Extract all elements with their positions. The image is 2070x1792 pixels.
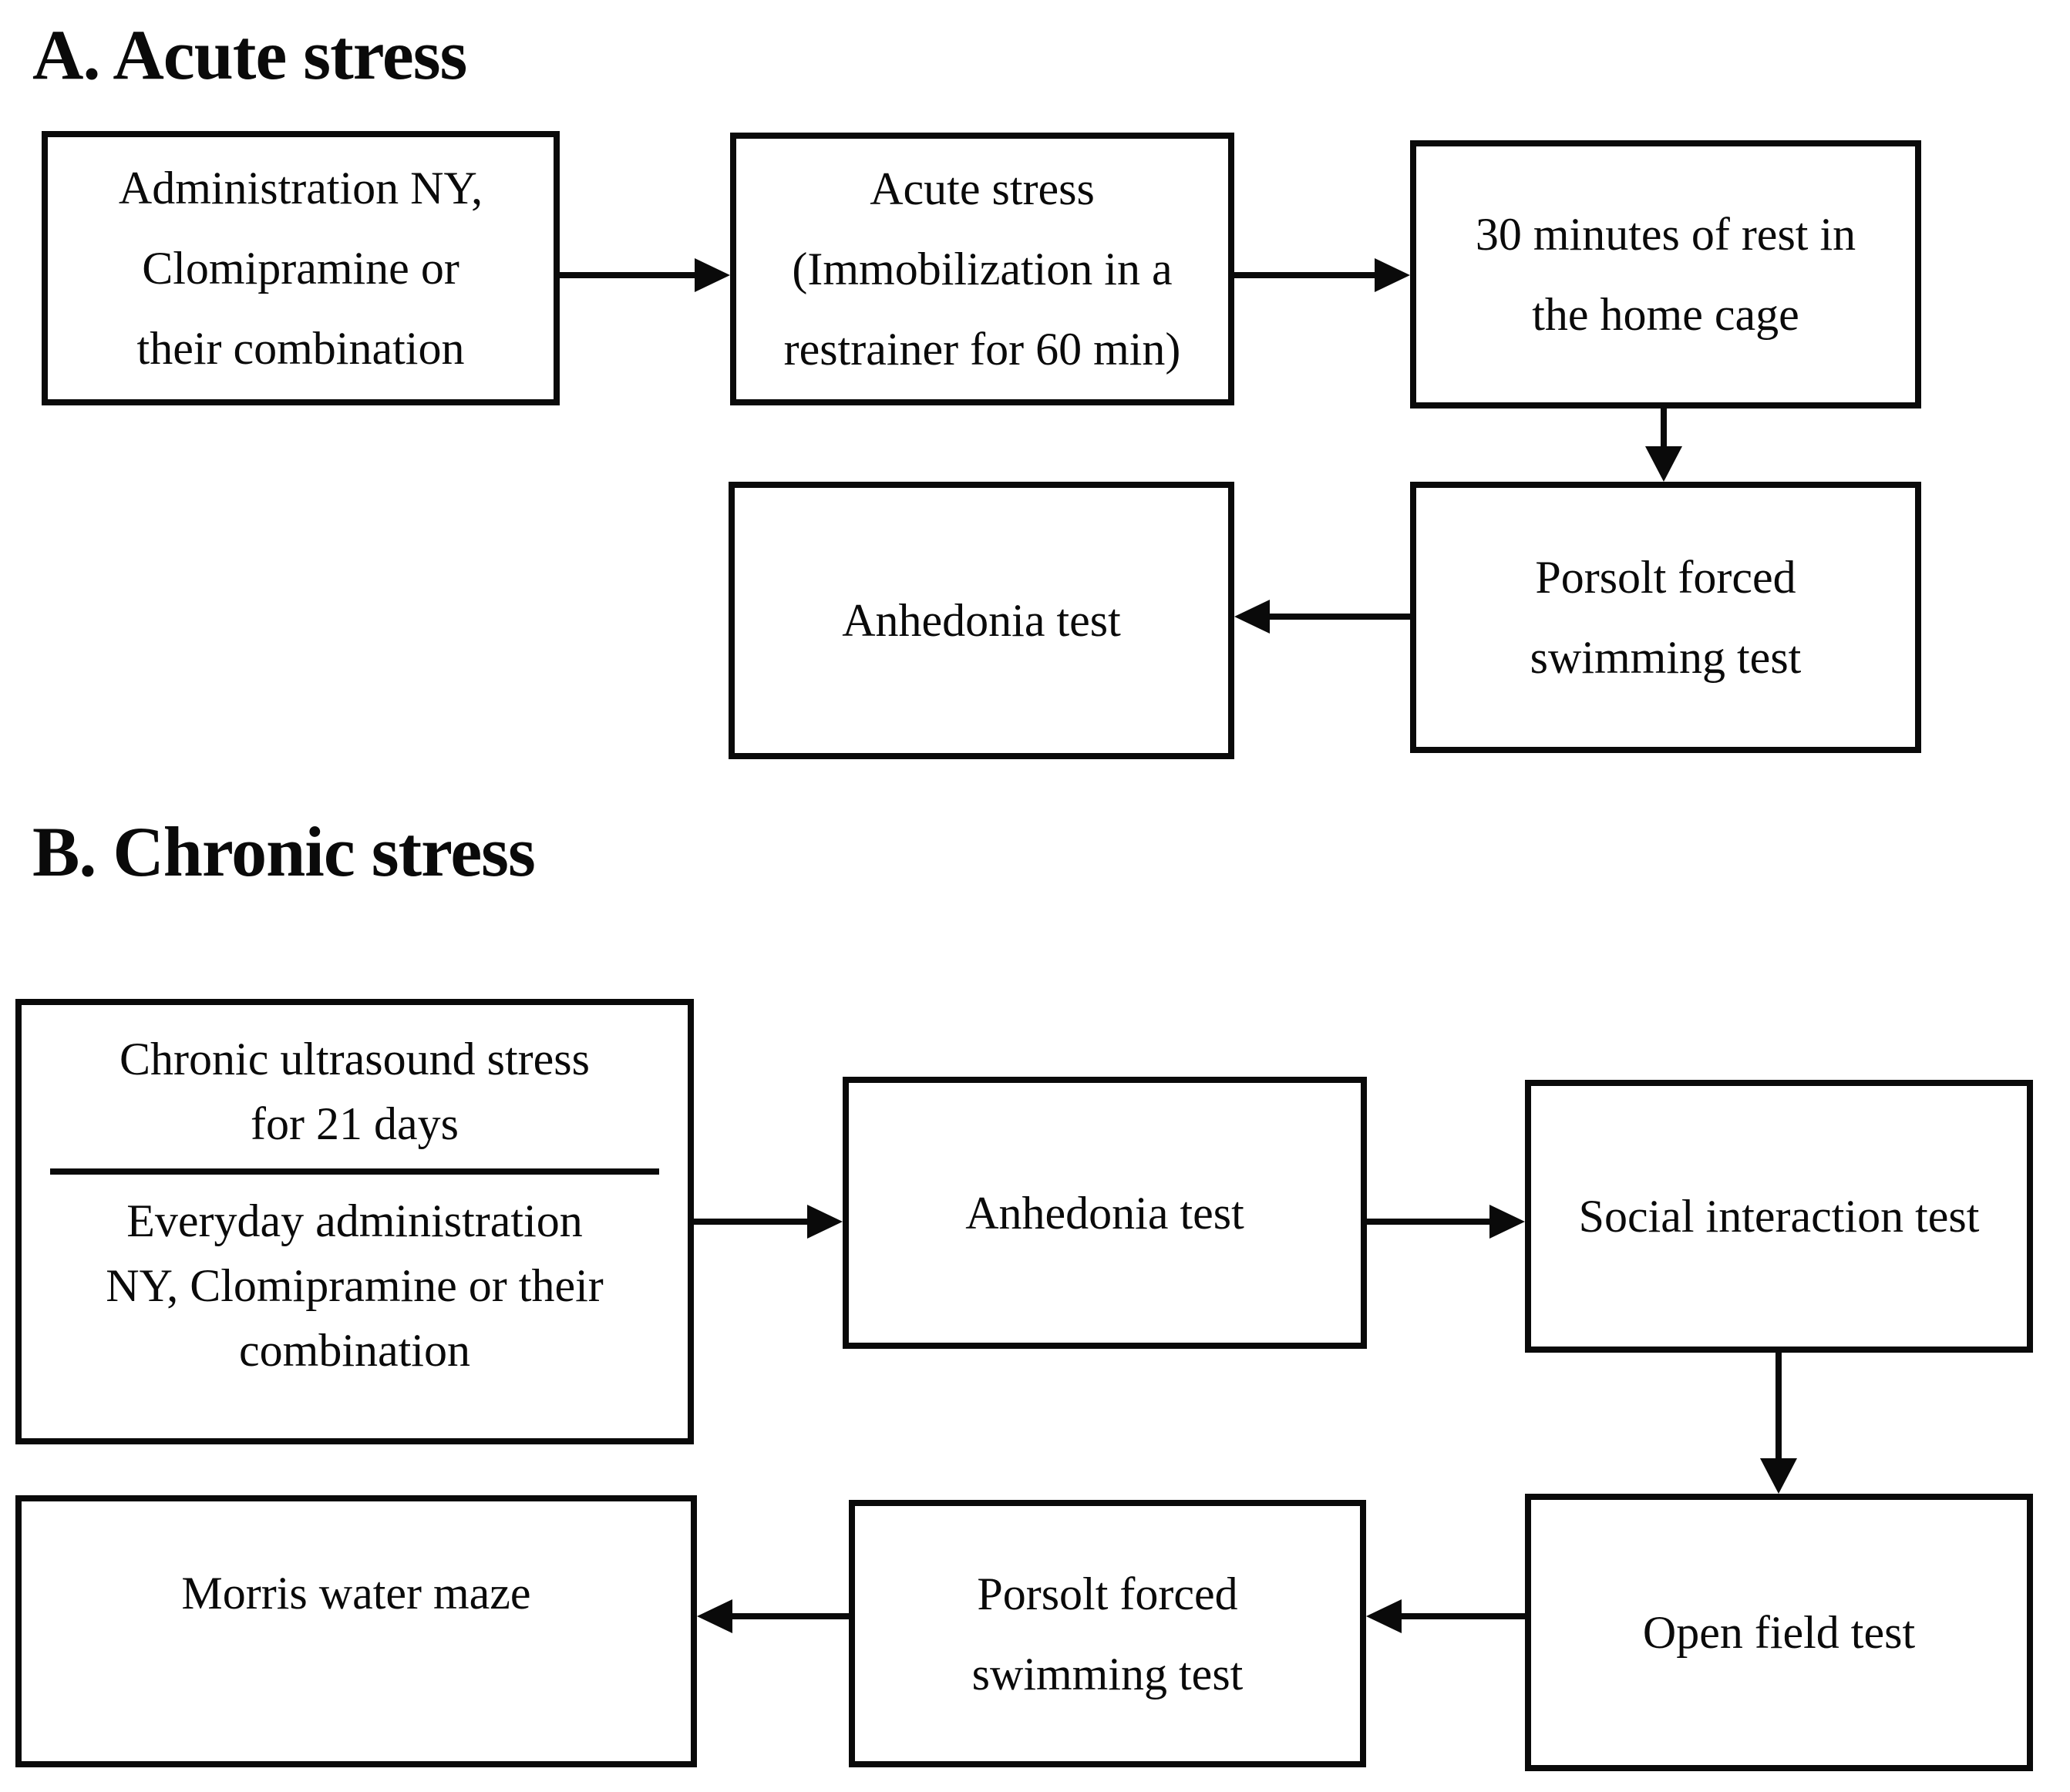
box-text-line: for 21 days: [251, 1098, 459, 1149]
arrow-chronic-to-anhedonia: [694, 1205, 843, 1239]
box-text-line: Morris water maze: [181, 1567, 531, 1619]
arrow-shaft: [1265, 614, 1410, 620]
arrowhead-right-icon: [807, 1205, 843, 1239]
box-morris-water-maze: Morris water maze: [15, 1495, 697, 1767]
box-text-line: swimming test: [1530, 632, 1802, 683]
arrow-acute-stress-to-rest: [1234, 258, 1410, 292]
box-social-interaction: Social interaction test: [1525, 1080, 2033, 1353]
arrow-rest-to-porsolt: [1645, 408, 1682, 482]
arrowhead-down-icon: [1645, 446, 1682, 482]
box-text-line: Anhedonia test: [965, 1187, 1244, 1239]
arrow-shaft: [1397, 1613, 1525, 1619]
box-porsolt-acute: Porsolt forced swimming test: [1410, 482, 1921, 753]
arrow-shaft: [728, 1613, 849, 1619]
box-chronic-ultrasound-stress: Chronic ultrasound stress for 21 days Ev…: [15, 999, 694, 1444]
box-porsolt-chronic: Porsolt forced swimming test: [849, 1500, 1366, 1767]
box-text-line: Social interaction test: [1578, 1191, 1980, 1242]
box-text-line: the home cage: [1532, 289, 1799, 340]
arrow-anhedonia-to-social: [1367, 1205, 1525, 1239]
box-text-line: Porsolt forced: [977, 1568, 1238, 1619]
arrow-administration-to-acute-stress: [560, 258, 730, 292]
box-text-line: restrainer for 60 min): [783, 324, 1181, 375]
arrow-shaft: [1234, 272, 1379, 278]
arrow-shaft: [1775, 1353, 1782, 1463]
box-text-line: Chronic ultrasound stress: [119, 1034, 590, 1084]
box-administration-acute: Administration NY, Clomipramine or their…: [42, 131, 560, 405]
box-text-line: Porsolt forced: [1535, 552, 1796, 603]
box-text-line: Acute stress: [870, 163, 1095, 214]
arrowhead-down-icon: [1760, 1458, 1797, 1494]
section-a-heading: A. Acute stress: [32, 15, 467, 94]
arrow-social-to-open-field: [1760, 1353, 1797, 1494]
arrow-shaft: [560, 272, 699, 278]
box-text-line: Everyday administration: [126, 1195, 583, 1246]
arrowhead-left-icon: [1234, 600, 1270, 634]
box-text-line: Open field test: [1642, 1607, 1916, 1658]
arrowhead-left-icon: [1366, 1599, 1402, 1633]
arrow-porsolt-to-anhedonia: [1234, 600, 1410, 634]
arrow-porsolt-to-morris: [697, 1599, 849, 1633]
arrow-shaft: [1661, 408, 1667, 451]
box-divider-line: [50, 1168, 659, 1175]
box-text-line: NY, Clomipramine or their: [106, 1260, 604, 1311]
arrow-shaft: [694, 1219, 812, 1225]
arrowhead-right-icon: [1489, 1205, 1525, 1239]
box-text-line: 30 minutes of rest in: [1475, 209, 1856, 260]
arrowhead-left-icon: [697, 1599, 732, 1633]
box-anhedonia-chronic: Anhedonia test: [843, 1077, 1367, 1349]
box-text-line: Anhedonia test: [842, 595, 1121, 646]
box-anhedonia-acute: Anhedonia test: [729, 482, 1234, 759]
arrow-shaft: [1367, 1219, 1494, 1225]
box-acute-stress: Acute stress (Immobilization in a restra…: [730, 133, 1234, 405]
box-rest-home-cage: 30 minutes of rest in the home cage: [1410, 140, 1921, 408]
box-text-line: combination: [239, 1325, 470, 1376]
arrowhead-right-icon: [1375, 258, 1410, 292]
section-b-heading: B. Chronic stress: [32, 812, 536, 891]
arrow-open-field-to-porsolt: [1366, 1599, 1525, 1633]
box-text-line: Administration NY,: [118, 163, 483, 213]
box-text-line: (Immobilization in a: [792, 244, 1173, 294]
box-text-line: Clomipramine or: [142, 243, 459, 294]
arrowhead-right-icon: [695, 258, 730, 292]
box-text-line: swimming test: [971, 1648, 1244, 1700]
box-text-line: their combination: [136, 323, 465, 374]
box-open-field: Open field test: [1525, 1494, 2033, 1771]
